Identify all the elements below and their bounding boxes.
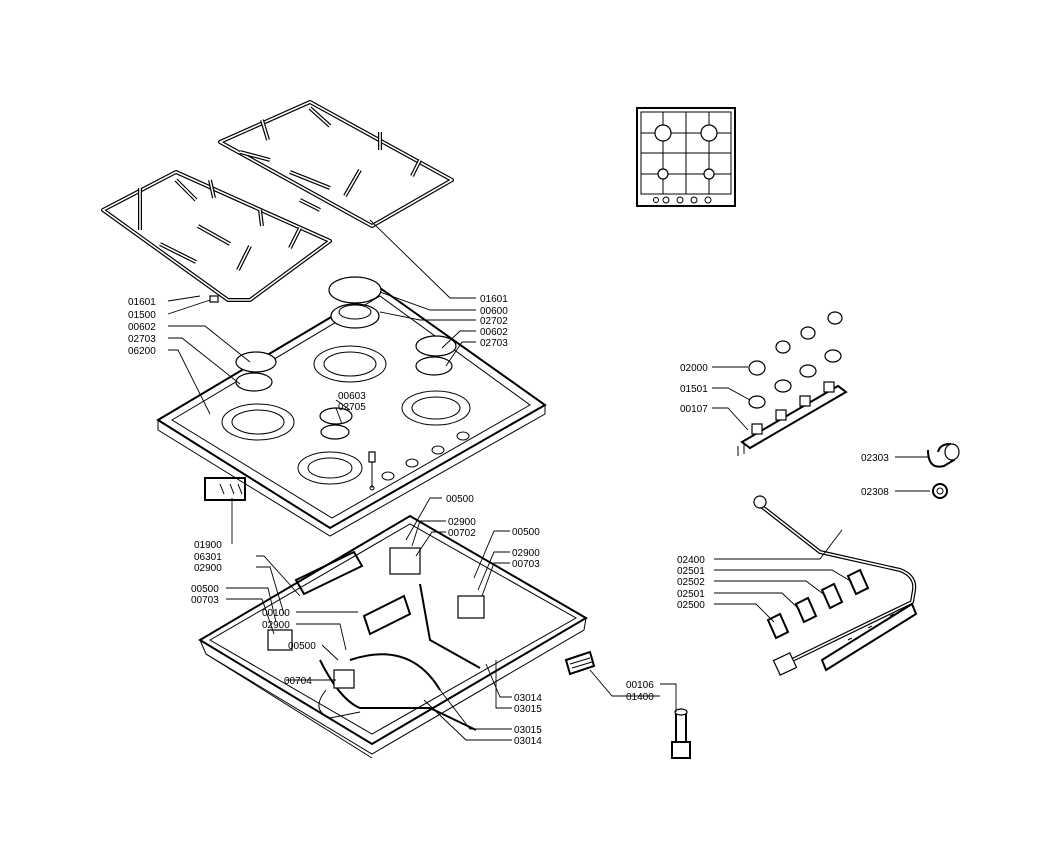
- hob-thumbnail: [636, 107, 736, 207]
- leader-lines: [167, 219, 930, 741]
- part-label: 00703: [512, 559, 540, 570]
- control-knobs: [748, 311, 843, 409]
- hob-top-plate: [156, 286, 547, 537]
- part-label: 00500: [191, 584, 219, 595]
- burner-medium-left: [235, 351, 277, 392]
- part-label: 00602: [480, 327, 508, 338]
- part-label: 01500: [128, 310, 156, 321]
- part-label: 00106: [626, 680, 654, 691]
- part-label: 01501: [680, 384, 708, 395]
- part-label: 00600: [480, 306, 508, 317]
- part-label: 02702: [480, 316, 508, 327]
- gas-manifold: [753, 495, 918, 676]
- part-label: 02900: [512, 548, 540, 559]
- part-label: 01900: [194, 540, 222, 551]
- ignition-generator: [204, 477, 246, 501]
- pan-support-left: [101, 170, 332, 303]
- part-label: 00500: [288, 641, 316, 652]
- part-label: 00500: [512, 527, 540, 538]
- part-label: 03015: [514, 725, 542, 736]
- part-label: 02703: [480, 338, 508, 349]
- pan-support-right: [218, 100, 454, 228]
- part-label: 01601: [128, 297, 156, 308]
- part-label: 03014: [514, 736, 542, 747]
- part-label: 06200: [128, 346, 156, 357]
- part-label: 02500: [677, 600, 705, 611]
- part-label: 02900: [262, 620, 290, 631]
- part-label: 03015: [514, 704, 542, 715]
- part-label: 02900: [448, 517, 476, 528]
- part-label: 00703: [191, 595, 219, 606]
- part-label: 02308: [861, 487, 889, 498]
- part-label: 02705: [338, 402, 366, 413]
- part-label: 06301: [194, 552, 222, 563]
- part-label: 02400: [677, 555, 705, 566]
- part-label: 02703: [128, 334, 156, 345]
- washer: [932, 483, 948, 499]
- hob-bottom-tray: [198, 514, 588, 759]
- spring-clip: [564, 650, 596, 676]
- part-label: 02303: [861, 453, 889, 464]
- part-label: 00704: [284, 676, 312, 687]
- gas-elbow: [927, 442, 960, 468]
- part-label: 00702: [448, 528, 476, 539]
- part-label: 02000: [680, 363, 708, 374]
- gas-taps: [766, 568, 870, 640]
- burner-medium-right: [415, 335, 457, 376]
- part-labels: 01601 01500 00602 02703 06200 01601 0060…: [128, 294, 889, 747]
- part-label: 02501: [677, 566, 705, 577]
- part-label: 03014: [514, 693, 542, 704]
- ignition-electrode: [671, 708, 691, 759]
- part-label: 02900: [194, 563, 222, 574]
- burner-large-rear: [328, 276, 382, 329]
- part-label: 02502: [677, 577, 705, 588]
- part-label: 00100: [262, 608, 290, 619]
- part-label: 00602: [128, 322, 156, 333]
- part-label: 01400: [626, 692, 654, 703]
- part-label: 00107: [680, 404, 708, 415]
- part-label: 02501: [677, 589, 705, 600]
- burner-small-front: [319, 407, 353, 440]
- part-label: 00603: [338, 391, 366, 402]
- part-label: 00500: [446, 494, 474, 505]
- ignition-switch-bar: [737, 381, 848, 456]
- part-label: 01601: [480, 294, 508, 305]
